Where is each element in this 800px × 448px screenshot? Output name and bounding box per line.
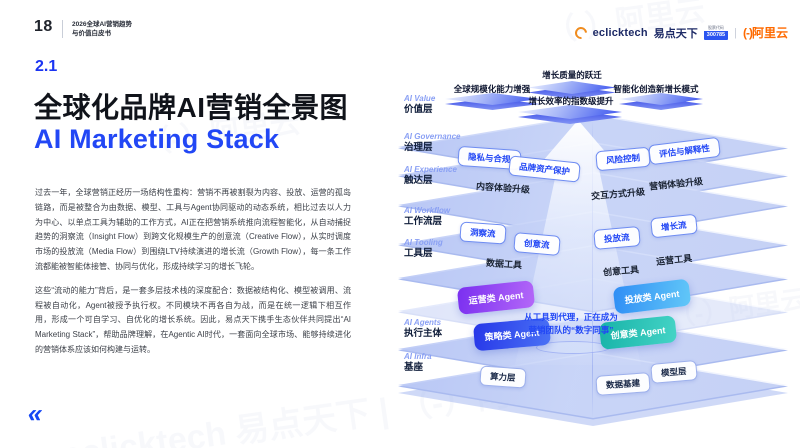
stock-badge-number: 300785	[703, 31, 729, 40]
page-title-en: AI Marketing Stack	[34, 124, 280, 154]
layer-tag-value: AI Value 价值层	[404, 94, 435, 115]
page-title-cn: 全球化品牌AI营销全景图	[34, 92, 349, 123]
agents-note: 从工具到代理，正在成为 营销团队的“数字同事”	[524, 311, 618, 337]
eclicktech-logo-cn: 易点天下	[653, 27, 698, 40]
workflow-item: 创意流	[513, 232, 561, 256]
layer-tag-tooling: AI Tooling 工具层	[404, 238, 443, 259]
layer-tag-agents: AI Agents 执行主体	[404, 318, 442, 339]
header-divider	[62, 20, 63, 38]
tooling-item: 数据工具	[485, 257, 523, 271]
infra-item: 数据基建	[595, 372, 651, 396]
value-slab-growth-quality	[528, 81, 616, 94]
layer-tag-en: AI Value	[404, 94, 436, 103]
workflow-item: 投放流	[593, 226, 641, 250]
layer-tag-cn: 触达层	[404, 174, 433, 186]
layer-tag-en: AI Workflow	[404, 206, 451, 215]
layer-tag-en: AI Tooling	[404, 238, 443, 247]
layer-tag-experience: AI Experience 触达层	[404, 165, 457, 186]
footer-chevrons-logo: «	[24, 398, 44, 428]
layer-tag-workflow: AI Workflow 工作流层	[404, 206, 450, 227]
layer-tag-en: AI Infra	[404, 352, 432, 361]
layer-tag-cn: 工作流层	[404, 215, 443, 227]
layer-tag-governance: AI Governance 治理层	[404, 132, 460, 153]
layer-tag-cn: 价值层	[404, 103, 433, 115]
layer-tag-en: AI Agents	[404, 318, 442, 327]
infra-item: 算力层	[479, 365, 527, 389]
stock-badge-label: 股票代码	[707, 25, 724, 31]
doc-title-line1: 2026全球AI营销趋势	[72, 21, 132, 28]
doc-title-line2: 与价值白皮书	[72, 29, 111, 37]
value-item-label: 增长效率的指数级提升	[528, 96, 614, 106]
value-item-label: 全球规模化能力增强	[453, 84, 531, 94]
alibaba-cloud-logo: (-)阿里云	[743, 24, 788, 41]
body-copy: 过去一年，全球营销正经历一场结构性重构：营销不再被割裂为内容、投放、运营的孤岛链…	[35, 186, 351, 367]
workflow-item: 洞察流	[459, 221, 507, 245]
agents-note-line1: 从工具到代理，正在成为	[524, 312, 618, 322]
stock-code-badge: 股票代码 300785	[703, 25, 729, 40]
agents-note-line2: 营销团队的“数字同事”	[528, 325, 614, 336]
layer-tag-cn: 工具层	[404, 247, 433, 259]
eclicktech-swoosh-icon	[572, 24, 590, 41]
alibaba-cloud-name: 阿里云	[751, 26, 788, 40]
doc-title: 2026全球AI营销趋势 与价值白皮书	[72, 21, 132, 39]
section-number: 2.1	[35, 58, 58, 75]
value-item-label: 增长质量的跃迁	[542, 70, 602, 80]
paragraph-2: 这些“流动的能力”背后，是一套多层技术栈的深度配合：数据被结构化、模型被调用、流…	[35, 285, 351, 354]
layer-tag-cn: 基座	[404, 361, 424, 373]
layer-tag-en: AI Experience	[404, 165, 457, 174]
logo-divider: |	[734, 26, 737, 39]
page-number: 18	[34, 18, 53, 35]
layer-tag-infra: AI Infra 基座	[404, 352, 432, 373]
infra-item: 模型层	[650, 360, 698, 384]
eclicktech-logo-text: eclicktech	[592, 26, 648, 39]
layer-tag-cn: 治理层	[404, 141, 433, 153]
alibaba-cloud-bracket-icon: (-)	[742, 26, 753, 40]
paragraph-1: 过去一年，全球营销正经历一场结构性重构：营销不再被割裂为内容、投放、运营的孤岛链…	[35, 188, 351, 271]
ai-marketing-stack-diagram: 增长质量的跃迁 全球规模化能力增强 智能化创造新增长模式 增长效率的指数级提升 …	[388, 64, 800, 432]
layer-tag-en: AI Governance	[404, 132, 461, 141]
brand-logos: eclicktech 易点天下 股票代码 300785 | (-)阿里云	[572, 24, 788, 41]
value-slab-efficiency	[518, 105, 622, 119]
layer-tag-cn: 执行主体	[404, 327, 443, 339]
value-item-label: 智能化创造新增长模式	[613, 84, 699, 94]
